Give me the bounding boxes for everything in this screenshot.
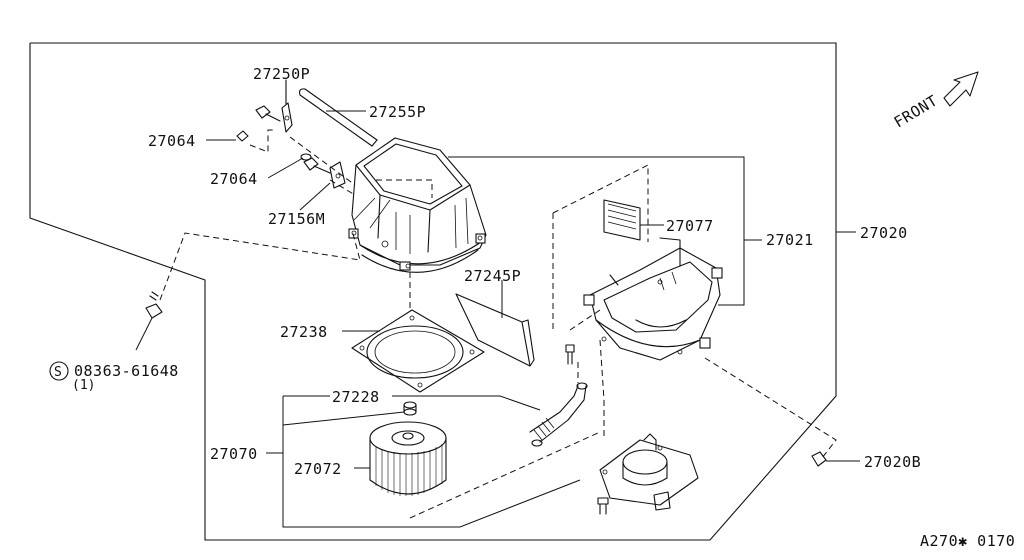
fan-27072 — [369, 421, 447, 496]
label-27070: 27070 — [210, 445, 258, 463]
label-27077: 27077 — [666, 217, 714, 235]
bolt-spec: S 08363-61648 (1) — [49, 361, 179, 393]
leader-bolt-08363 — [135, 317, 153, 351]
front-arrow-icon — [943, 71, 979, 107]
guide-27020B — [704, 357, 837, 459]
intake-housing — [348, 137, 487, 273]
guide-upper-2 — [289, 136, 356, 186]
bolt-27020B — [811, 451, 827, 467]
blower-case-27021 — [583, 237, 723, 361]
label-27156M: 27156M — [268, 210, 325, 228]
guide-motor — [409, 400, 605, 519]
label-27238: 27238 — [280, 323, 328, 341]
gasket-27238 — [351, 309, 485, 393]
leader-27156M — [299, 182, 331, 211]
front-label: FRONT — [891, 91, 941, 131]
label-27020: 27020 — [860, 224, 908, 242]
label-27020B: 27020B — [864, 453, 921, 471]
label-08363-61648: 08363-61648 — [74, 362, 179, 380]
bracket-27021 — [448, 156, 762, 306]
label-27021: 27021 — [766, 231, 814, 249]
leader-27064b — [267, 157, 304, 179]
footer-code: A270✱ 0170 — [920, 532, 1015, 550]
bracket-27070 — [266, 395, 581, 528]
rod-27255P — [299, 88, 378, 147]
cooling-hose — [529, 382, 588, 447]
seal-27245P — [455, 293, 535, 367]
guide-case-box — [552, 164, 649, 330]
assembly-boundary — [29, 42, 837, 541]
bolt-08363 — [145, 291, 163, 319]
label-bolt-qty: (1) — [72, 378, 95, 393]
guide-case-screw — [569, 309, 605, 401]
label-27228: 27228 — [332, 388, 380, 406]
circled-s-icon — [49, 361, 69, 381]
guide-upper-1 — [249, 129, 275, 153]
blower-motor — [599, 433, 699, 511]
washer-27064 — [300, 153, 312, 161]
label-27250P: 27250P — [253, 65, 310, 83]
label-27072: 27072 — [294, 460, 342, 478]
bracket-27250P — [281, 79, 293, 133]
label-27064-upper: 27064 — [148, 132, 196, 150]
bolt-symbol: S — [54, 365, 62, 380]
label-27255P: 27255P — [369, 103, 426, 121]
screw-case — [565, 344, 575, 365]
guide-upper-3 — [329, 179, 356, 196]
leader-27228 — [392, 395, 541, 411]
guide-bolt — [159, 229, 361, 301]
nut-27228 — [403, 401, 417, 416]
screw-motor — [597, 497, 609, 515]
filter-27077 — [603, 199, 641, 241]
label-27064-lower: 27064 — [210, 170, 258, 188]
screw-27064-upper — [236, 105, 281, 142]
label-27245P: 27245P — [464, 267, 521, 285]
